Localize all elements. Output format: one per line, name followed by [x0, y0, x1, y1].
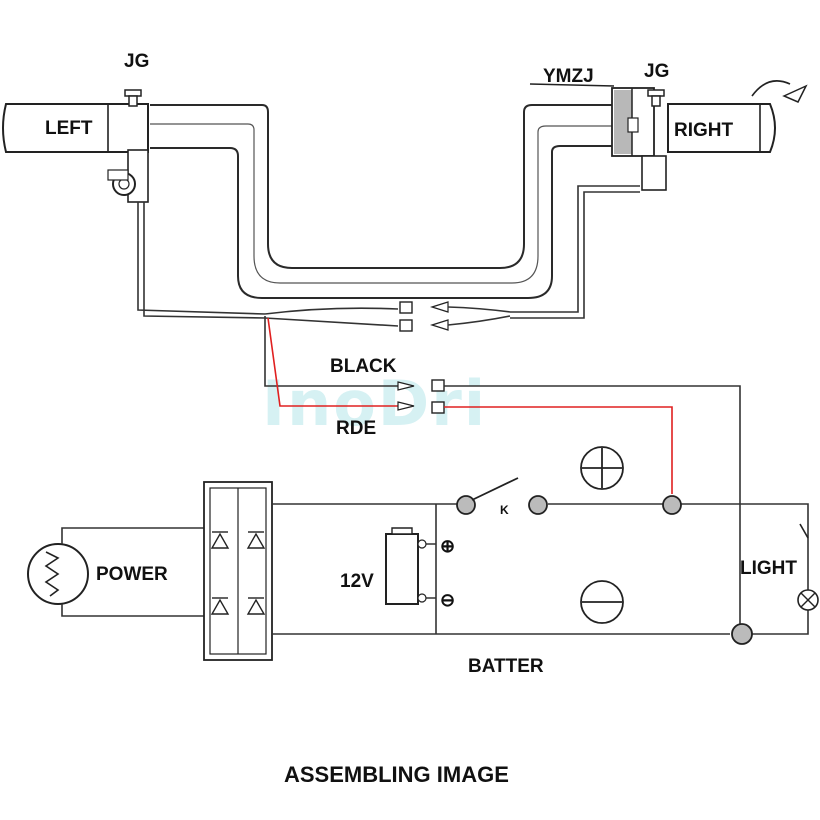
label-switch-k: K [500, 503, 509, 517]
label-voltage: 12V [340, 571, 374, 592]
power-circuit [27, 446, 819, 661]
label-right: RIGHT [674, 120, 734, 141]
watermark: InoDri [262, 367, 487, 440]
label-batter: BATTER [468, 656, 544, 677]
minus-terminal-icon: ⊖ [440, 590, 455, 610]
label-black: BLACK [330, 356, 397, 377]
left-grip [2, 89, 149, 203]
caption: ASSEMBLING IMAGE [284, 762, 509, 787]
label-power: POWER [96, 564, 168, 585]
label-ymzj: YMZJ [543, 66, 594, 87]
label-rde: RDE [336, 418, 376, 439]
plus-terminal-icon: ⊕ [440, 536, 455, 556]
right-grip [529, 80, 808, 191]
label-left: LEFT [45, 118, 93, 139]
label-jg-right: JG [644, 61, 669, 82]
label-jg-left: JG [124, 51, 149, 72]
label-light: LIGHT [740, 558, 797, 579]
harness-wires [137, 185, 741, 634]
handlebar [150, 104, 612, 299]
